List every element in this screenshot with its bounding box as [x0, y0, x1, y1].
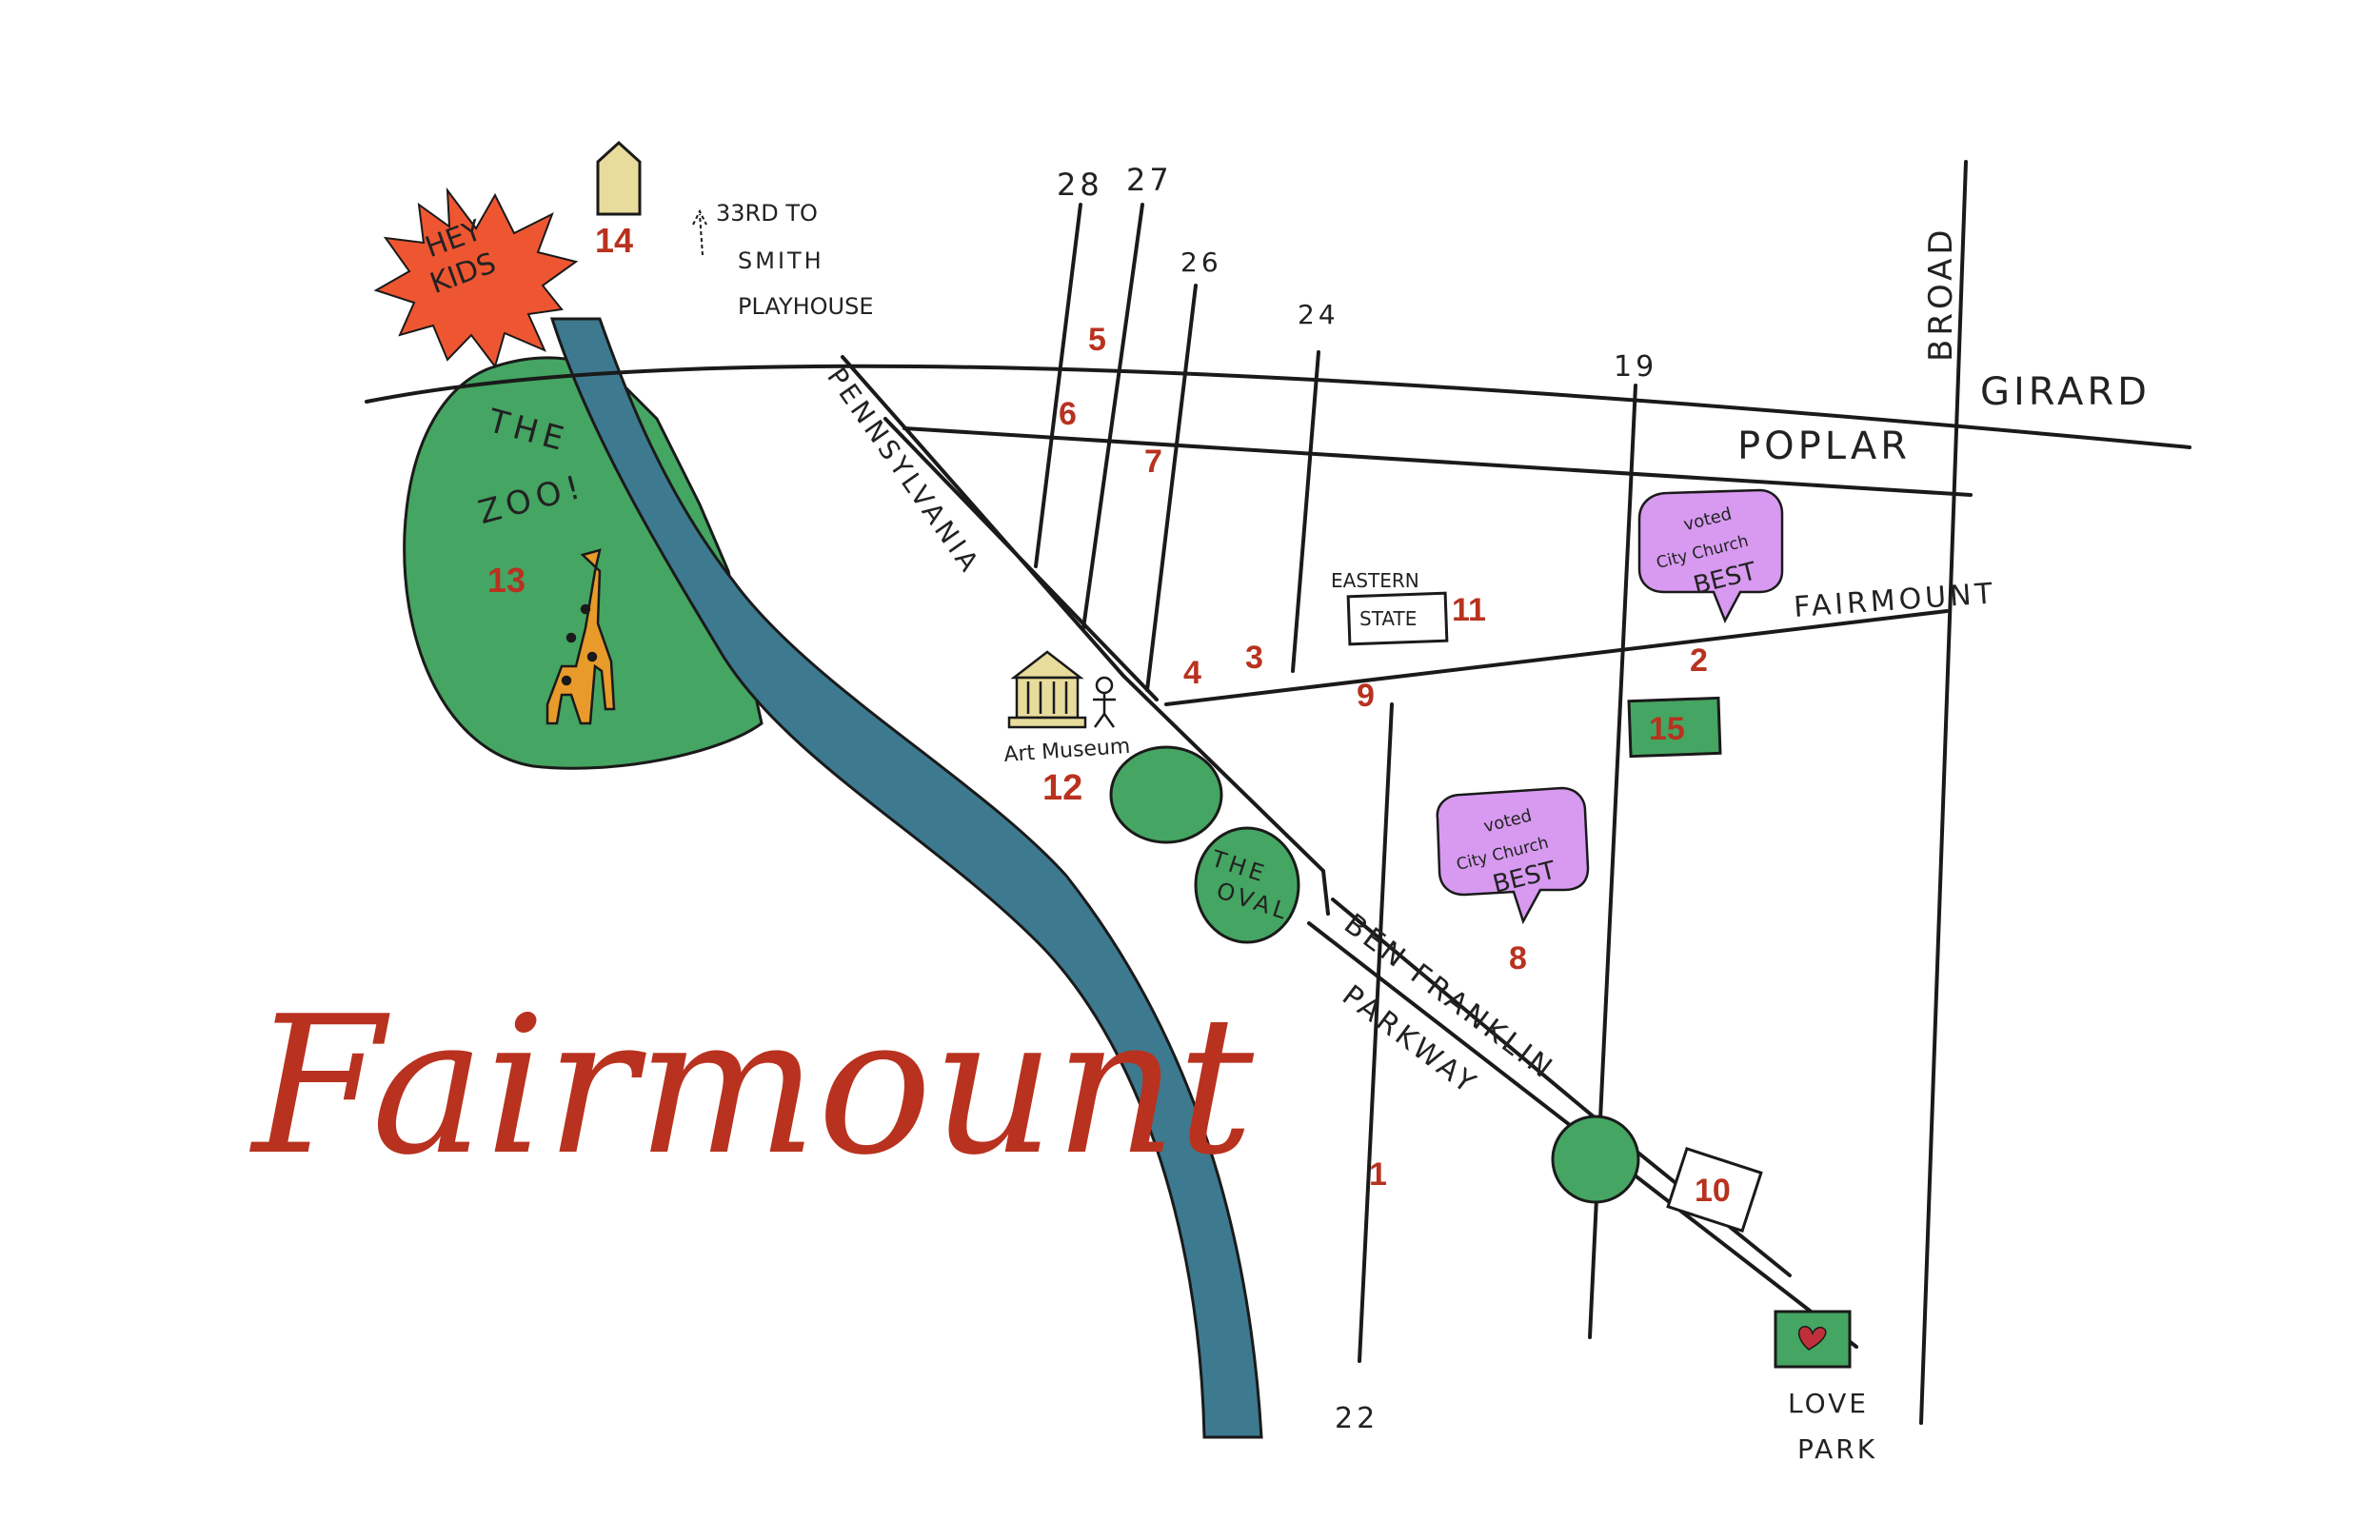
pennsylvania-label: PENNSYLVANIA: [821, 362, 986, 580]
point-14[interactable]: 14: [595, 221, 633, 260]
house-icon: [596, 140, 642, 216]
broad-label: BROAD: [1922, 226, 1960, 362]
point-1[interactable]: 1: [1369, 1156, 1387, 1193]
point-10[interactable]: 10: [1695, 1173, 1731, 1209]
the-oval[interactable]: [1194, 826, 1300, 944]
street-19-label: 19: [1614, 350, 1657, 384]
point-8[interactable]: 8: [1509, 940, 1527, 977]
poplar-label: POPLAR: [1737, 424, 1911, 468]
poplar-street: [902, 426, 1973, 497]
street-26: [1145, 284, 1198, 692]
heart-icon: [1797, 1326, 1827, 1351]
girard-avenue: [365, 364, 2192, 449]
logan-circle[interactable]: [1551, 1115, 1640, 1204]
girard-label: GIRARD: [1980, 370, 2151, 414]
street-28: [1034, 203, 1082, 568]
street-27: [1081, 203, 1144, 630]
point-12[interactable]: 12: [1042, 768, 1082, 808]
art-museum-circle[interactable]: [1109, 745, 1223, 844]
love-park-label-2: PARK: [1797, 1433, 1877, 1465]
love-park-label-1: LOVE: [1788, 1388, 1869, 1419]
point-7[interactable]: 7: [1144, 444, 1162, 480]
broad-street: [1919, 160, 1968, 1425]
street-24: [1291, 350, 1320, 673]
fairmount-label: FAIRMOUNT: [1793, 577, 1997, 624]
smith-playhouse-label-3: PLAYHOUSE: [738, 293, 874, 320]
point-9[interactable]: 9: [1357, 678, 1375, 714]
street-22-label: 22: [1335, 1402, 1378, 1435]
speech-bubble-icon: [1637, 488, 1784, 623]
pennsylvania-avenue-b: [883, 417, 1159, 701]
museum-icon: [1007, 650, 1087, 729]
pennsylvania-avenue-a: [841, 355, 1330, 916]
eastern-state-label-1: EASTERN: [1331, 569, 1419, 592]
point-2[interactable]: 2: [1690, 642, 1708, 679]
eastern-state-box[interactable]: [1346, 591, 1449, 646]
point-15-square[interactable]: [1627, 696, 1722, 759]
starburst-icon: [373, 187, 579, 369]
stick-figure-icon: [1093, 676, 1116, 728]
smith-playhouse-label-1: 33RD TO: [716, 200, 818, 227]
street-26-label: 26: [1180, 247, 1222, 278]
smith-playhouse-label-2: SMITH: [738, 247, 824, 274]
street-27-label: 27: [1126, 162, 1173, 198]
point-6[interactable]: 6: [1059, 396, 1077, 432]
point-5[interactable]: 5: [1088, 322, 1106, 358]
fairmount-avenue: [1164, 609, 1949, 706]
point-4[interactable]: 4: [1183, 655, 1201, 691]
streets: [365, 160, 2192, 1425]
eastern-state-label-2: STATE: [1359, 607, 1417, 630]
map-title: Fairmount: [248, 976, 1255, 1197]
street-24-label: 24: [1298, 299, 1339, 330]
point-3[interactable]: 3: [1245, 640, 1263, 676]
street-28-label: 28: [1057, 167, 1103, 203]
point-13[interactable]: 13: [487, 561, 526, 600]
point-15[interactable]: 15: [1649, 711, 1685, 747]
speech-bubble-icon-2: [1436, 786, 1590, 925]
arrow-up-icon: [692, 208, 707, 256]
art-museum-label: Art Museum: [1003, 735, 1131, 767]
point-11[interactable]: 11: [1452, 592, 1486, 628]
point-10-box[interactable]: [1666, 1147, 1763, 1233]
schuylkill-river: [549, 317, 1263, 1439]
street-22: [1358, 702, 1394, 1363]
giraffe-icon: [545, 548, 616, 725]
